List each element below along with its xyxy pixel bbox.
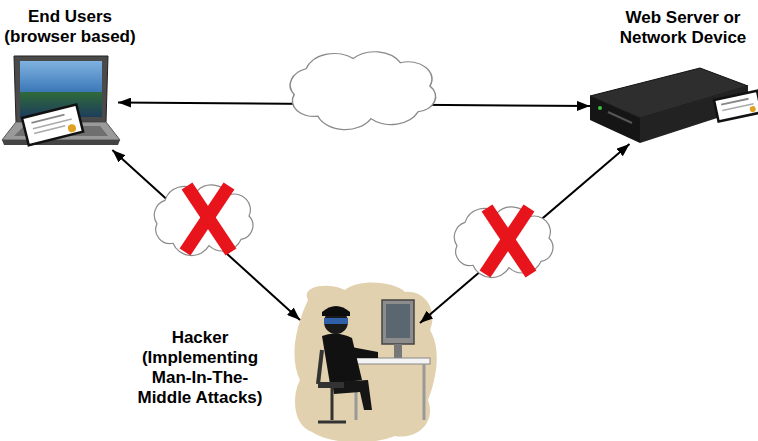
hacker-illustration [294,283,436,441]
connector-arrow [112,150,300,320]
node-label: Hacker (Implementing Man-In-The-Middle A… [134,328,266,408]
blocked-x-mark [185,186,231,252]
certificate-icon [22,104,83,145]
connector-arrow [420,144,630,323]
network-cloud [290,52,435,130]
node-label: Web Server or Network Device [613,8,753,48]
attacker-node: Hacker (Implementing Man-In-The-Middle A… [300,290,420,440]
blocked-x-mark [485,208,531,274]
network-cloud [154,185,253,256]
certificate-icon [714,91,758,122]
client-node: End Users (browser based) [5,55,118,150]
network-cloud [454,207,553,278]
node-label: End Users (browser based) [0,7,140,47]
laptop-icon [2,56,120,145]
server-node: Web Server or Network Device [590,68,748,144]
